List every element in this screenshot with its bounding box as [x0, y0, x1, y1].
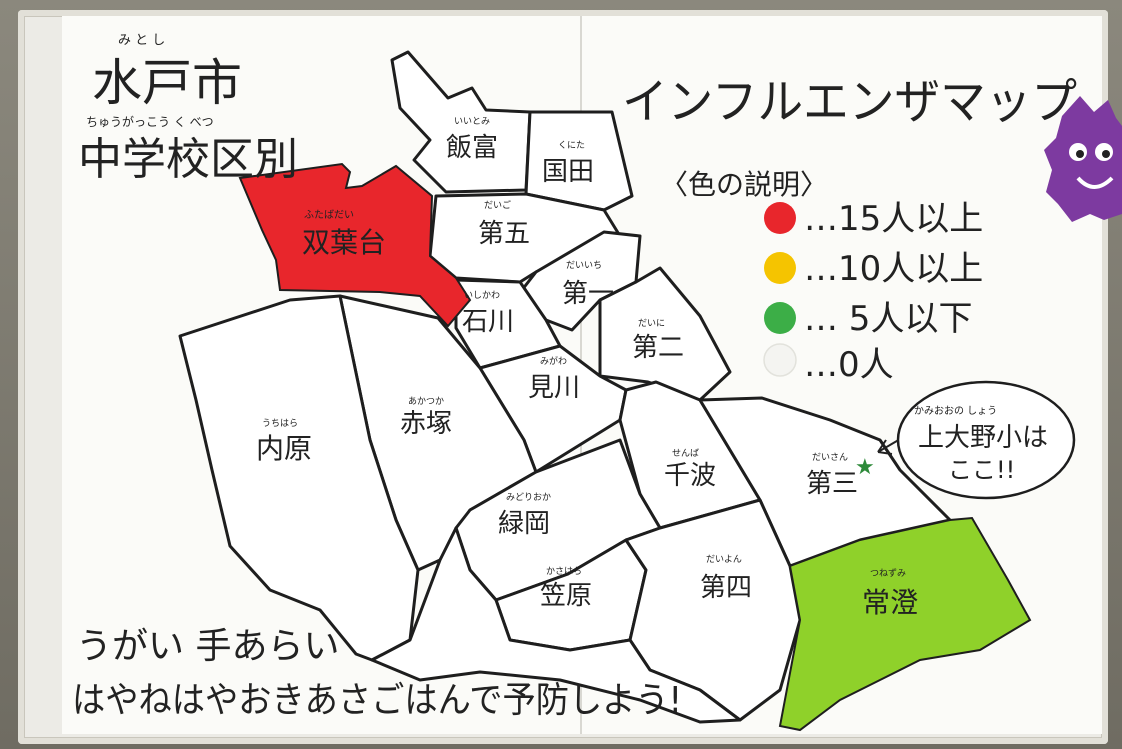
district-ruby-senba: せんば: [672, 448, 699, 459]
district-ruby-uchihara: うちはら: [262, 418, 298, 429]
map-title: インフルエンザマップ: [622, 74, 1077, 130]
district-futabadai[interactable]: [238, 162, 472, 328]
district-daini[interactable]: [598, 266, 732, 402]
callout-line-2: ここ!!: [948, 456, 1015, 484]
virus-mascot-icon: [1044, 96, 1122, 222]
district-south-tail: [370, 526, 742, 724]
school-star-icon: ★: [855, 455, 875, 480]
legend-label-1: …10人以上: [804, 249, 983, 289]
district-daiyon[interactable]: [624, 498, 802, 722]
district-label-daisan: 第三: [806, 469, 858, 499]
legend-label-0: …15人以上: [804, 199, 983, 239]
subtitle-ruby: ちゅうがっこう く べつ: [86, 114, 214, 129]
district-label-daiichi: 第一: [562, 279, 614, 309]
district-ruby-daiichi: だいいち: [566, 260, 602, 271]
district-ruby-midorioka: みどりおか: [506, 492, 551, 503]
district-label-daiyon: 第四: [700, 573, 752, 603]
legend-dots: [763, 202, 797, 377]
callout-bubble: [896, 380, 1076, 500]
district-tsunezumi[interactable]: [778, 516, 1032, 732]
district-label-kunita: 国田: [542, 157, 594, 187]
district-ruby-iitomi: いいとみ: [454, 116, 490, 127]
district-kunita[interactable]: [524, 110, 634, 212]
city-title: 水戸市: [92, 54, 242, 112]
district-ruby-daigo: だいご: [484, 199, 511, 211]
district-ruby-akatsuka: あかつか: [408, 396, 444, 407]
district-label-uchihara: 内原: [256, 432, 312, 465]
district-label-kasahara: 笠原: [540, 581, 592, 611]
legend-label-2: … 5人以下: [804, 299, 972, 339]
subtitle: 中学校区別: [78, 134, 298, 185]
slogan-line-2: はやねはやおきあさごはんで予防しよう!: [72, 680, 682, 721]
district-label-midorioka: 緑岡: [498, 509, 550, 539]
district-ruby-migawa: みがわ: [540, 355, 567, 367]
callout-line-1: 上大野小は: [918, 423, 1048, 453]
district-ruby-daiyon: だいよん: [706, 554, 742, 565]
district-label-tsunezumi: 常澄: [862, 586, 918, 619]
district-label-daini: 第二: [632, 333, 684, 363]
district-label-iitomi: 飯富: [446, 133, 498, 163]
callout-ruby: かみおおの しょう: [914, 405, 997, 417]
district-ruby-kunita: くにた: [558, 140, 585, 151]
legend-label-3: …0人: [804, 345, 894, 385]
district-label-ishikawa: 石川: [462, 307, 514, 337]
district-ruby-tsunezumi: つねずみ: [870, 568, 906, 579]
district-label-akatsuka: 赤塚: [400, 409, 452, 439]
district-ruby-kasahara: かさはら: [546, 566, 582, 577]
district-label-senba: 千波: [664, 461, 716, 491]
legend-heading: 〈色の説明〉: [660, 168, 828, 201]
district-ruby-daisan: だいさん: [812, 452, 848, 463]
district-ruby-daini: だいに: [638, 318, 665, 329]
district-label-daigo: 第五: [478, 219, 530, 249]
district-ruby-ishikawa: いしかわ: [464, 290, 500, 301]
slogan-line-1: うがい 手あらい: [76, 626, 339, 667]
city-title-ruby: み と し: [118, 33, 165, 48]
district-label-migawa: 見川: [528, 373, 580, 403]
district-ruby-futabadai: ふたばだい: [304, 209, 354, 221]
district-label-futabadai: 双葉台: [302, 226, 386, 259]
